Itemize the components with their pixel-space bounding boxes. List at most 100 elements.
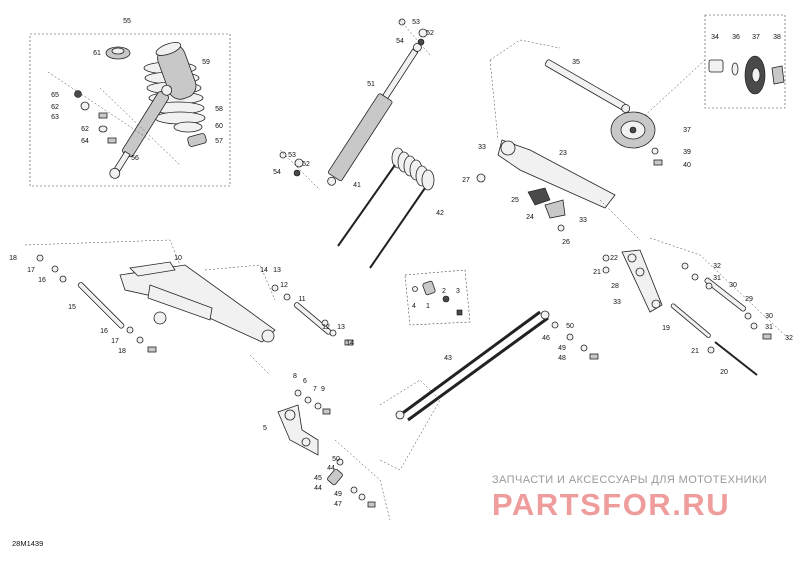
shock-kit-box	[29, 33, 231, 187]
callout-c44b: 44	[314, 485, 322, 492]
callout-c33c: 33	[613, 299, 621, 306]
torsion-springs	[337, 147, 435, 269]
front-arm-assembly	[24, 239, 354, 376]
callout-c62a: 62	[51, 104, 59, 111]
callout-c55: 55	[123, 18, 131, 25]
callout-c60: 60	[215, 123, 223, 130]
callout-c34: 34	[711, 34, 719, 41]
callout-c30b: 30	[765, 313, 773, 320]
callout-c63: 63	[51, 114, 59, 121]
callout-c50a: 50	[566, 323, 574, 330]
callout-c12b: 12	[322, 324, 330, 331]
callout-c17a: 17	[27, 267, 35, 274]
callout-c29: 29	[745, 296, 753, 303]
callout-c59: 59	[202, 59, 210, 66]
callout-c21a: 21	[593, 269, 601, 276]
callout-c8: 8	[293, 373, 297, 380]
callout-c16a: 16	[38, 277, 46, 284]
watermark: ЗАПЧАСТИ И АКСЕССУАРЫ ДЛЯ МОТОТЕХНИКИ PA…	[492, 474, 767, 522]
callout-c1: 1	[426, 303, 430, 310]
callout-c40: 40	[683, 162, 691, 169]
callout-c18a: 18	[9, 255, 17, 262]
shock-body	[109, 84, 173, 179]
rear-shock-assembly	[47, 42, 207, 179]
callout-c4: 4	[412, 303, 416, 310]
callout-c37b: 37	[683, 127, 691, 134]
callout-c53b: 53	[288, 152, 296, 159]
callout-c25: 25	[511, 197, 519, 204]
callout-c27: 27	[462, 177, 470, 184]
callout-c31a: 31	[713, 275, 721, 282]
callout-c12a: 12	[280, 282, 288, 289]
callout-c30a: 30	[729, 282, 737, 289]
callout-c22: 22	[610, 255, 618, 262]
callout-c6: 6	[303, 378, 307, 385]
callout-c45: 45	[314, 475, 322, 482]
callout-c15: 15	[68, 304, 76, 311]
callout-c46: 46	[542, 335, 550, 342]
diagram-code: 28M1439	[12, 539, 43, 548]
callout-c58: 58	[215, 106, 223, 113]
callout-c54a: 54	[396, 38, 404, 45]
callout-c2: 2	[442, 288, 446, 295]
callout-c44a: 44	[327, 465, 335, 472]
callout-c64: 64	[81, 138, 89, 145]
callout-c54b: 54	[273, 169, 281, 176]
callout-c53a: 53	[412, 19, 420, 26]
bracket-assembly	[277, 389, 391, 521]
callout-c43: 43	[444, 355, 452, 362]
callout-c47: 47	[334, 501, 342, 508]
callout-c24: 24	[526, 214, 534, 221]
callout-c20: 20	[720, 369, 728, 376]
callout-c17b: 17	[111, 338, 119, 345]
callout-c33b: 33	[579, 217, 587, 224]
callout-c28: 28	[611, 283, 619, 290]
callout-c56: 56	[131, 155, 139, 162]
callout-c32a: 32	[713, 263, 721, 270]
front-shock	[279, 18, 431, 191]
callout-c14a: 14	[260, 267, 268, 274]
watermark-logo: PARTSFOR.RU	[492, 487, 730, 522]
cross-rod	[379, 310, 599, 471]
callout-c32b: 32	[785, 335, 793, 342]
callout-c42: 42	[436, 210, 444, 217]
callout-c9: 9	[321, 386, 325, 393]
callout-c31b: 31	[765, 324, 773, 331]
callout-c39: 39	[683, 149, 691, 156]
callout-c57: 57	[215, 138, 223, 145]
callout-c62b: 62	[81, 126, 89, 133]
callout-c52a: 52	[426, 30, 434, 37]
callout-c49b: 49	[334, 491, 342, 498]
callout-c7: 7	[313, 386, 317, 393]
callout-c50b: 50	[332, 456, 340, 463]
wheel-kit-box	[704, 14, 786, 109]
callout-c13b: 13	[337, 324, 345, 331]
callout-c51: 51	[367, 81, 375, 88]
callout-c52b: 52	[302, 161, 310, 168]
callout-c35: 35	[572, 59, 580, 66]
callout-c49a: 49	[558, 345, 566, 352]
callout-c36: 36	[732, 34, 740, 41]
callout-c11: 11	[298, 296, 305, 303]
callout-c38: 38	[773, 34, 781, 41]
callout-c19: 19	[662, 325, 670, 332]
callout-c65: 65	[51, 92, 59, 99]
callout-c41: 41	[353, 182, 361, 189]
callout-c48: 48	[558, 355, 566, 362]
callout-c3: 3	[456, 288, 460, 295]
callout-c5: 5	[263, 425, 267, 432]
callout-c10: 10	[174, 255, 182, 262]
callout-c16b: 16	[100, 328, 108, 335]
callout-c33a: 33	[478, 144, 486, 151]
callout-c18b: 18	[118, 348, 126, 355]
rear-arm-assembly	[476, 39, 785, 241]
callout-c37a: 37	[752, 34, 760, 41]
small-hardware-1-4	[404, 269, 471, 326]
watermark-tagline: ЗАПЧАСТИ И АКСЕССУАРЫ ДЛЯ МОТОТЕХНИКИ	[492, 474, 767, 486]
callout-c13a: 13	[273, 267, 281, 274]
callout-c61: 61	[93, 50, 101, 57]
callout-c21b: 21	[691, 348, 699, 355]
